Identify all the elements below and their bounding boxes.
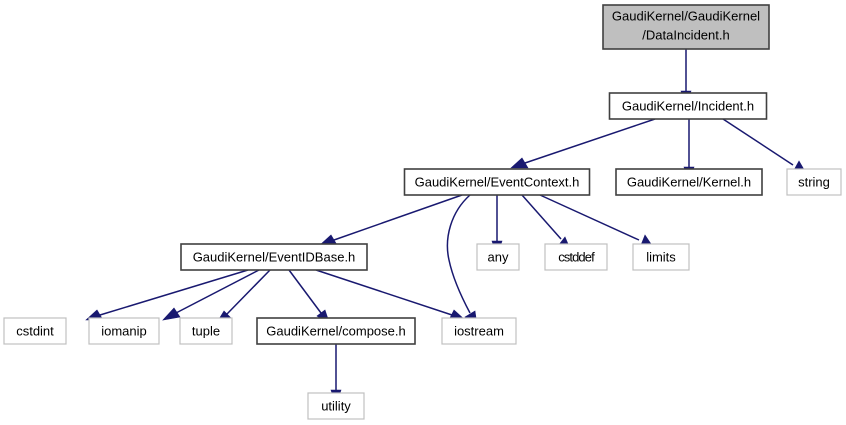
node-box[interactable] — [88, 317, 160, 345]
graph-edge-incident-to-string — [722, 118, 807, 174]
node-label: tuple — [192, 323, 220, 338]
graph-node-iostream[interactable]: iostream — [441, 317, 517, 345]
graph-edge-eventcontext-to-cstddef — [521, 194, 572, 252]
node-label: cstdint — [16, 323, 54, 338]
graph-node-limits[interactable]: limits — [632, 243, 690, 271]
graph-edge-eventcontext-to-limits — [539, 194, 654, 248]
node-box[interactable] — [441, 317, 517, 345]
node-box[interactable] — [602, 4, 770, 50]
graph-node-kernel[interactable]: GaudiKernel/Kernel.h — [615, 168, 763, 196]
node-label-line2: /DataIncident.h — [642, 27, 729, 42]
node-label: cstddef — [558, 249, 595, 264]
node-label: GaudiKernel/compose.h — [266, 323, 405, 338]
edge-line — [722, 118, 794, 166]
node-box[interactable] — [786, 168, 842, 196]
graph-node-dataincident[interactable]: GaudiKernel/GaudiKernel/DataIncident.h — [602, 4, 770, 50]
edge-line — [99, 269, 249, 316]
graph-node-cstdint[interactable]: cstdint — [3, 317, 67, 345]
node-box[interactable] — [632, 243, 690, 271]
graph-node-incident[interactable]: GaudiKernel/Incident.h — [608, 92, 768, 120]
node-label: GaudiKernel/Incident.h — [622, 98, 754, 113]
edge-line — [288, 269, 322, 314]
edge-line — [521, 194, 562, 240]
node-label: limits — [646, 249, 676, 264]
edge-arrowhead-icon — [510, 157, 529, 169]
node-box[interactable] — [476, 243, 520, 271]
graph-node-compose[interactable]: GaudiKernel/compose.h — [256, 317, 416, 345]
edge-line — [226, 269, 271, 315]
graph-node-string[interactable]: string — [786, 168, 842, 196]
graph-edge-eventidbase-to-iostream — [315, 269, 466, 321]
node-label: string — [798, 174, 830, 189]
edge-line — [333, 194, 463, 241]
graph-node-eventcontext[interactable]: GaudiKernel/EventContext.h — [403, 168, 591, 196]
node-label: iostream — [454, 323, 504, 338]
node-box[interactable] — [179, 317, 233, 345]
graph-node-eventidbase[interactable]: GaudiKernel/EventIDBase.h — [180, 243, 368, 271]
graph-edge-eventidbase-to-compose — [288, 269, 331, 326]
graph-node-any[interactable]: any — [476, 243, 520, 271]
node-box[interactable] — [544, 243, 608, 271]
node-label: GaudiKernel/EventIDBase.h — [193, 249, 356, 264]
graph-node-cstddef[interactable]: cstddef — [544, 243, 608, 271]
edge-line — [524, 118, 656, 164]
edge-line — [175, 269, 260, 314]
graph-edge-eventidbase-to-iomanip — [162, 269, 260, 321]
edge-arrowhead-icon — [162, 307, 181, 321]
node-label: iomanip — [101, 323, 147, 338]
edge-line — [446, 194, 471, 314]
node-label: utility — [321, 398, 351, 413]
node-box[interactable] — [180, 243, 368, 271]
node-label: GaudiKernel/Kernel.h — [627, 174, 751, 189]
graph-node-tuple[interactable]: tuple — [179, 317, 233, 345]
node-box[interactable] — [615, 168, 763, 196]
node-label: any — [488, 249, 509, 264]
node-box[interactable] — [256, 317, 416, 345]
node-box[interactable] — [3, 317, 67, 345]
graph-node-iomanip[interactable]: iomanip — [88, 317, 160, 345]
edge-line — [539, 194, 640, 241]
graph-nodes: GaudiKernel/GaudiKernel/DataIncident.hGa… — [3, 4, 842, 420]
node-label: GaudiKernel/EventContext.h — [415, 174, 580, 189]
node-box[interactable] — [608, 92, 768, 120]
graph-node-utility[interactable]: utility — [307, 392, 365, 420]
node-label-line1: GaudiKernel/GaudiKernel — [612, 8, 760, 23]
node-box[interactable] — [403, 168, 591, 196]
node-box[interactable] — [307, 392, 365, 420]
graph-edge-eventcontext-to-iostream — [446, 194, 478, 326]
graph-edge-incident-to-eventcontext — [510, 118, 656, 169]
graph-edge-eventcontext-to-eventidbase — [319, 194, 463, 246]
edge-line — [315, 269, 453, 316]
